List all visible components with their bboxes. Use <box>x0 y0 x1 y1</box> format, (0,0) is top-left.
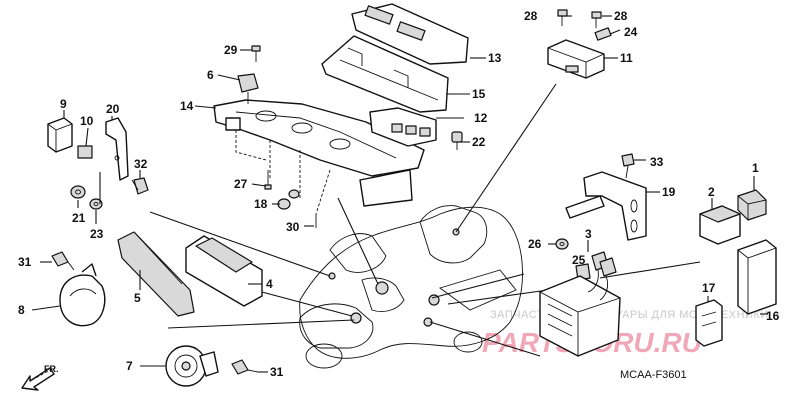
callout-3: 3 <box>585 227 592 241</box>
callout-18: 18 <box>254 197 268 211</box>
bracket-part-17[interactable] <box>695 299 723 347</box>
horn-part-7[interactable] <box>165 345 219 387</box>
screw-part-28-left[interactable] <box>557 9 568 26</box>
callout-16: 16 <box>766 309 780 323</box>
cover-part-5[interactable] <box>117 231 195 317</box>
nut-part-21[interactable] <box>70 185 86 199</box>
callout-7: 7 <box>126 359 133 373</box>
ecu-bracket-part-15[interactable] <box>321 35 449 113</box>
callout-24: 24 <box>624 25 638 39</box>
dashed-mount-lines <box>235 130 331 215</box>
callout-28-left: 28 <box>524 9 538 23</box>
relay-part-9[interactable] <box>47 117 73 153</box>
bolt-part-31-left[interactable] <box>51 251 75 271</box>
callout-8: 8 <box>18 303 25 317</box>
front-direction-arrow: FR. <box>21 364 59 391</box>
callout-10: 10 <box>80 114 94 128</box>
main-bracket-part-14[interactable] <box>213 99 425 207</box>
callout-25: 25 <box>572 253 586 267</box>
callout-2: 2 <box>708 185 715 199</box>
motorcycle-outline <box>299 205 523 369</box>
callout-27: 27 <box>234 177 248 191</box>
module-part-11[interactable] <box>547 39 605 79</box>
callout-4: 4 <box>266 277 273 291</box>
ignition-module-part-16[interactable] <box>737 239 777 315</box>
clip-part-1[interactable] <box>737 189 767 221</box>
callout-23: 23 <box>90 227 104 241</box>
callout-14: 14 <box>180 99 194 113</box>
control-unit-part-4[interactable] <box>185 235 263 307</box>
callout-22: 22 <box>472 135 486 149</box>
callout-17: 17 <box>702 281 716 295</box>
callout-5: 5 <box>134 291 141 305</box>
grommet-part-18[interactable] <box>277 189 300 210</box>
ecu-cover-part-13[interactable] <box>351 3 469 65</box>
callout-28-right: 28 <box>614 9 628 23</box>
bolt-part-31-bottom[interactable] <box>231 359 259 375</box>
relay-part-2[interactable] <box>699 205 741 245</box>
fuse-part-24[interactable] <box>594 27 612 41</box>
regulator-part-3[interactable] <box>539 251 621 357</box>
callout-15: 15 <box>472 87 486 101</box>
front-label: FR. <box>44 364 59 374</box>
callout-9: 9 <box>60 97 67 111</box>
callout-1: 1 <box>752 161 759 175</box>
callout-19: 19 <box>662 185 676 199</box>
callout-11: 11 <box>620 51 633 65</box>
clip-part-22[interactable] <box>451 131 463 150</box>
watermark-text: ЗАПЧАСТИ И АКСЕССУАРЫ ДЛЯ МОТОТЕХНИКИ <box>490 309 769 321</box>
callout-20: 20 <box>106 102 120 116</box>
bracket-part-20[interactable] <box>105 117 129 181</box>
callout-29: 29 <box>224 43 238 57</box>
callout-31-left: 31 <box>18 255 32 269</box>
diagram-code: MCAA-F3601 <box>620 369 687 381</box>
bolt-part-33[interactable] <box>621 153 635 179</box>
callout-31-bottom: 31 <box>270 365 284 379</box>
location-leaders <box>149 83 701 357</box>
bolt-part-32[interactable] <box>131 177 149 195</box>
grommet-part-6[interactable] <box>237 73 259 104</box>
callout-21: 21 <box>72 211 86 225</box>
screw-part-27[interactable] <box>264 170 272 190</box>
callout-6: 6 <box>207 68 214 82</box>
washer-part-23[interactable] <box>89 198 103 210</box>
bracket-part-19[interactable] <box>565 171 647 241</box>
callout-numbers: 1 2 3 4 5 6 7 8 9 10 11 12 13 14 15 16 1… <box>18 9 780 379</box>
callout-26: 26 <box>528 237 542 251</box>
callout-leaders <box>31 15 768 373</box>
callout-32: 32 <box>134 157 148 171</box>
clip-part-10[interactable] <box>77 145 93 159</box>
ecu-unit-part-12[interactable] <box>369 107 437 147</box>
horn-part-8[interactable] <box>59 263 106 327</box>
callout-30: 30 <box>286 220 300 234</box>
callout-12: 12 <box>474 111 488 125</box>
bolt-part-29[interactable] <box>251 45 261 62</box>
screw-part-28-right[interactable] <box>591 11 602 28</box>
callout-33: 33 <box>650 155 664 169</box>
nut-part-26[interactable] <box>555 238 569 250</box>
callout-13: 13 <box>488 51 502 65</box>
